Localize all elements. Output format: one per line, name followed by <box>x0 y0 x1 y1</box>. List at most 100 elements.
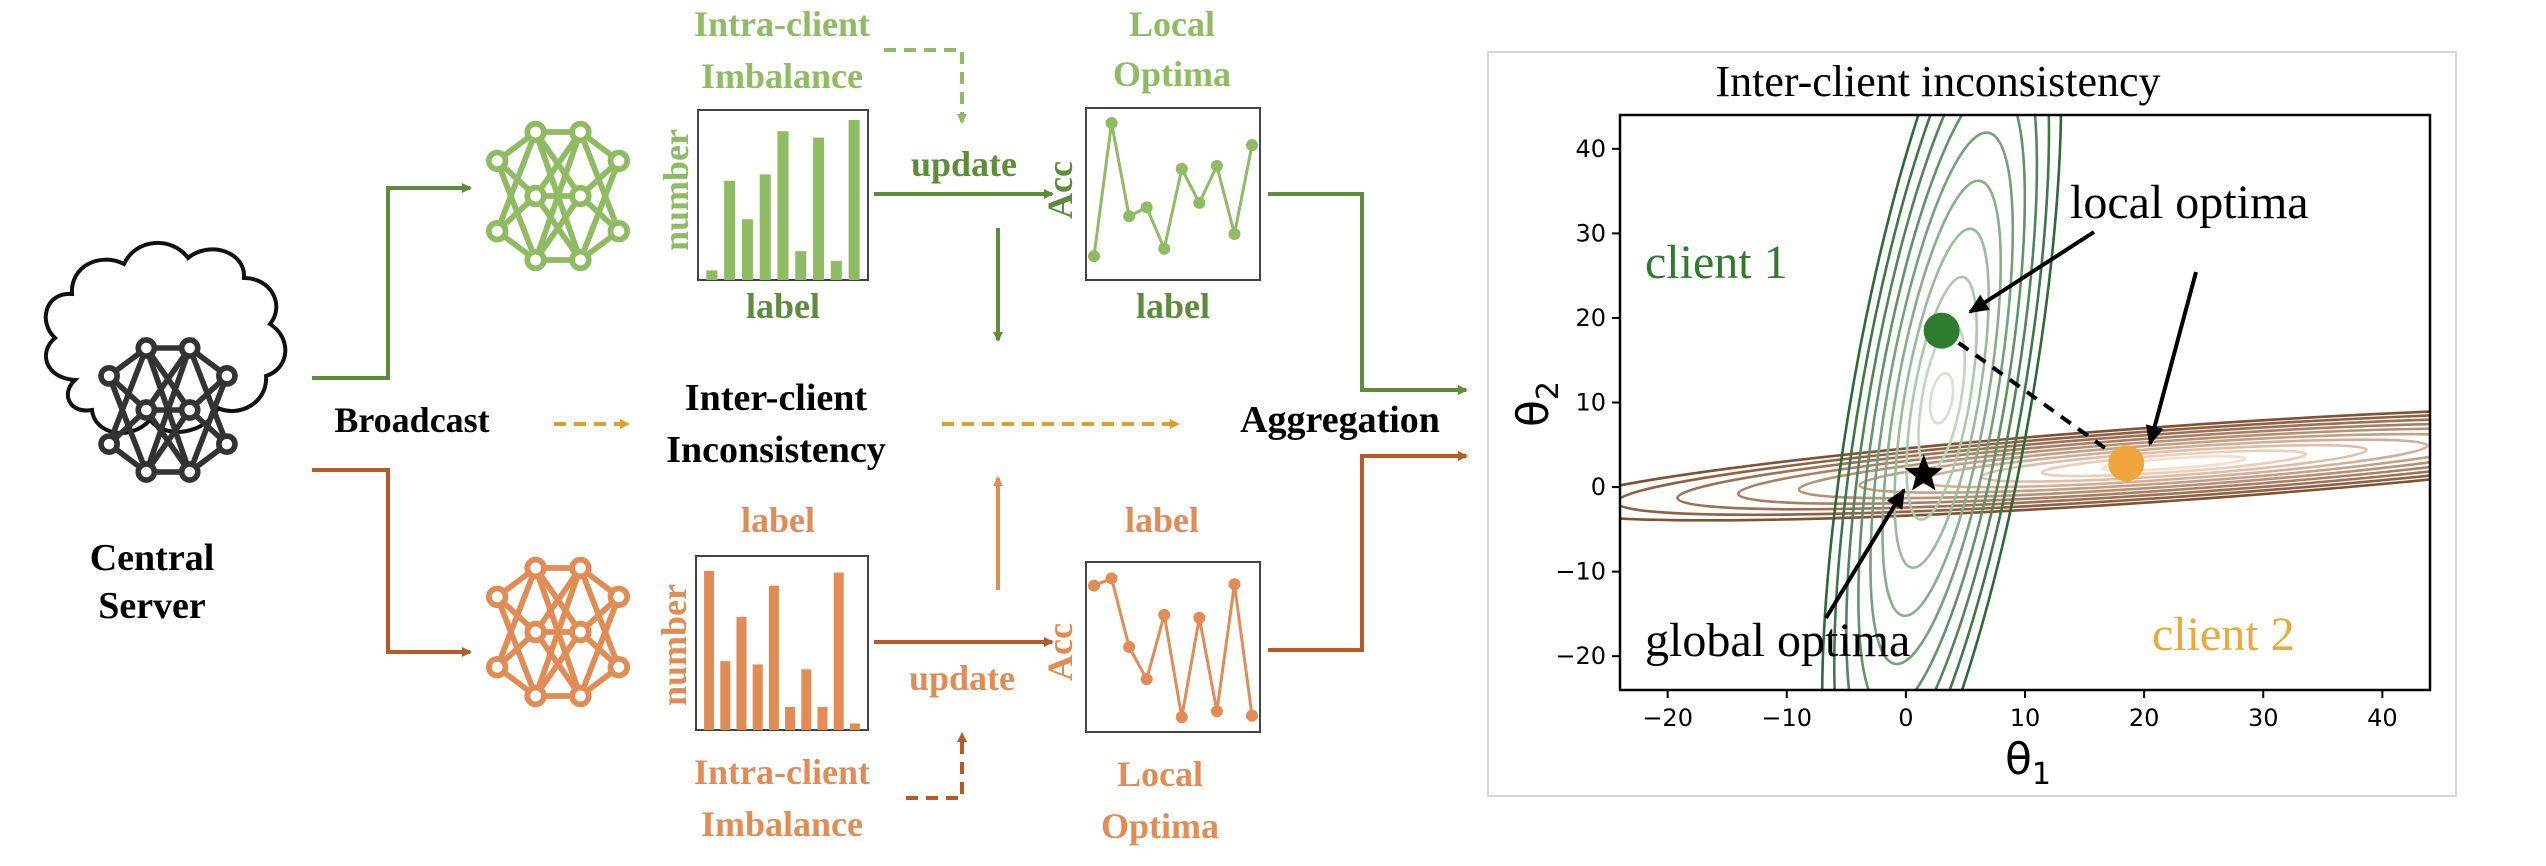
top-optima-line2: Optima <box>1113 54 1231 94</box>
top-update-label: update <box>911 144 1017 184</box>
x-tick-label: −20 <box>1642 704 1693 732</box>
network-edge <box>533 194 583 262</box>
x-tick-label: 30 <box>2248 704 2279 732</box>
inter-client-line2: Inconsistency <box>666 429 886 471</box>
contour-line <box>1928 371 1955 425</box>
network-node <box>98 365 120 387</box>
acc-point <box>1193 611 1206 624</box>
acc-point <box>1210 159 1223 172</box>
top-imbalance-line1: Intra-client <box>694 4 870 44</box>
broadcast-arrow-bottom <box>312 468 472 657</box>
top-optima-line1: Local <box>1129 4 1215 44</box>
bar <box>849 723 860 730</box>
bar <box>704 570 715 730</box>
contour-line <box>1820 115 2063 690</box>
contour-line <box>1881 179 2003 618</box>
global-optima-label: global optima <box>1645 614 1910 667</box>
contour-line <box>1620 405 2430 522</box>
contour-line <box>1845 115 2039 690</box>
bottom-bar-xlabel: label <box>741 500 815 540</box>
bottom-acc-chart <box>1088 572 1258 724</box>
network-node <box>216 433 238 455</box>
network-node <box>135 399 158 421</box>
network-edge <box>577 159 622 262</box>
network-edge <box>143 347 193 473</box>
top-aggregation-arrow <box>1268 192 1468 395</box>
network-edge <box>533 566 583 634</box>
network-edge <box>532 567 584 697</box>
client2-contours <box>1620 405 2430 522</box>
network-node <box>98 433 120 455</box>
contour-line <box>1858 432 2430 494</box>
network-node <box>178 337 201 359</box>
contour-line <box>2101 454 2247 472</box>
acc-point <box>1140 673 1153 686</box>
optima-connector <box>1940 329 2128 466</box>
client1-contours <box>1820 115 2063 690</box>
network-node <box>607 656 630 679</box>
network-edge <box>187 374 230 474</box>
acc-line <box>1093 576 1254 718</box>
acc-point <box>1088 579 1100 592</box>
client1-label: client 1 <box>1645 236 1788 289</box>
network-node <box>135 337 158 359</box>
server-network-icon <box>98 337 238 483</box>
bar <box>724 180 736 280</box>
local-optima-label: local optima <box>2070 176 2309 229</box>
network-node <box>524 684 547 708</box>
y-tick-label: 40 <box>1575 135 1606 163</box>
bottom-optima-line2: Optima <box>1101 806 1219 846</box>
bar <box>813 137 825 280</box>
y-tick-label: 10 <box>1575 389 1606 417</box>
acc-point <box>1140 201 1153 214</box>
contour-line <box>1857 115 2027 690</box>
plot-title: Inter-client inconsistency <box>1715 57 2160 106</box>
plot-optima-markers <box>1904 312 2145 491</box>
bottom-acc-ylabel: Acc <box>1040 623 1080 681</box>
network-node <box>524 184 547 208</box>
broadcast-arrow-top <box>312 183 472 380</box>
network-node <box>607 220 630 243</box>
top-imbalance-line2: Imbalance <box>701 56 863 96</box>
network-edge <box>144 346 192 412</box>
acc-point <box>1088 250 1100 263</box>
bottom-bar-chart <box>704 570 860 730</box>
bottom-imbalance-line2: Imbalance <box>701 804 863 844</box>
bar <box>741 219 753 280</box>
bar <box>777 131 789 280</box>
server-label-line1: Central <box>90 537 215 579</box>
aggregation-label: Aggregation <box>1240 399 1440 441</box>
bottom-aggregation-arrow <box>1268 451 1468 652</box>
local-optima-arrow-2 <box>2145 271 2198 446</box>
acc-point <box>1158 242 1171 255</box>
network-node <box>569 556 592 580</box>
top-bar-chart <box>706 120 860 280</box>
network-node <box>135 461 158 483</box>
bar <box>785 707 796 730</box>
network-node <box>524 620 547 644</box>
x-axis-label: θ1 <box>2005 734 2051 792</box>
y-axis-label: θ2 <box>1508 381 1566 427</box>
x-tick-label: 0 <box>1898 704 1913 732</box>
contour-line <box>2040 449 2308 478</box>
network-node <box>607 585 630 608</box>
bottom-imbalance-dashed-arrow <box>906 732 967 800</box>
network-edge <box>533 630 583 698</box>
bar <box>706 270 718 280</box>
acc-point <box>1228 227 1241 240</box>
bar <box>720 661 731 730</box>
network-node <box>524 120 547 144</box>
contour-line <box>1797 427 2430 500</box>
acc-point <box>1193 196 1206 209</box>
client1-optimum-point <box>1923 312 1960 349</box>
x-tick-label: 10 <box>2010 704 2041 732</box>
contour-line <box>1905 275 1978 521</box>
acc-point <box>1228 578 1241 591</box>
network-node <box>569 184 592 208</box>
local-optima-arrow-1 <box>1968 230 2096 314</box>
top-bar-ylabel: number <box>656 129 696 251</box>
network-node <box>486 656 509 679</box>
bar <box>817 707 828 730</box>
